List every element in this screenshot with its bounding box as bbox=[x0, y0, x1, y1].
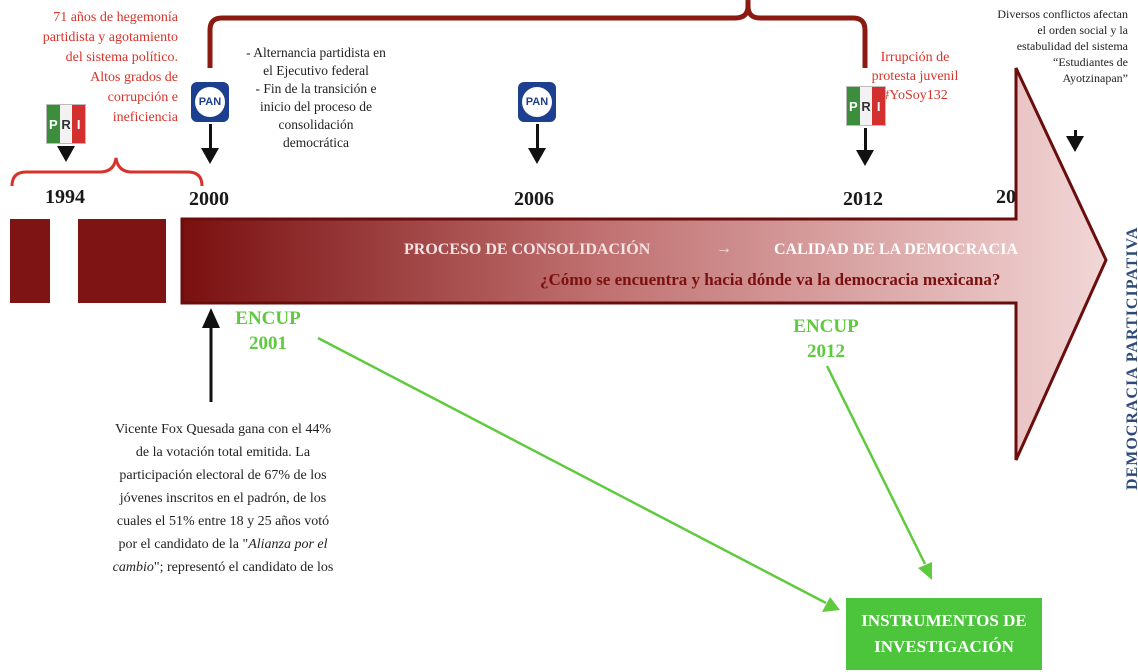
note-line: del sistema político. bbox=[65, 50, 178, 65]
note-line: el orden social y la bbox=[1037, 23, 1128, 37]
down-arrow-icon bbox=[528, 124, 546, 164]
pan-logo: PAN bbox=[191, 82, 229, 122]
timeline-block bbox=[10, 219, 50, 303]
note-line: Vicente Fox Quesada gana con el 44% bbox=[114, 422, 332, 437]
note-line: inicio del proceso de bbox=[259, 99, 373, 114]
timeline-block bbox=[78, 219, 166, 303]
note-line: jóvenes inscritos en el padrón, de los bbox=[119, 491, 327, 506]
note-line: - Fin de la transición e bbox=[255, 81, 377, 96]
encup-2001: ENCUP 2001 bbox=[235, 308, 301, 354]
note-line: de la votación total emitida. La bbox=[135, 445, 311, 460]
down-arrow-icon bbox=[201, 124, 219, 164]
note-line: protesta juvenil bbox=[871, 69, 959, 84]
year-1994: 1994 bbox=[45, 186, 85, 208]
note-line: por el candidato de la "Alianza por el bbox=[118, 537, 328, 552]
note-line: consolidación bbox=[278, 117, 354, 132]
conflict-note: Diversos conflictos afectan el orden soc… bbox=[952, 6, 1128, 86]
youth-protest-note: Irrupción de protesta juvenil #YoSoy132 bbox=[860, 48, 970, 105]
hegemony-note: 71 años de hegemonía partidista y agotam… bbox=[0, 8, 178, 128]
quality-label: CALIDAD DE LA DEMOCRACIA bbox=[774, 241, 1019, 258]
note-line: ineficiencia bbox=[112, 110, 178, 125]
down-arrow-icon bbox=[57, 146, 75, 162]
note-line: Irrupción de bbox=[880, 50, 950, 65]
research-instruments-box: INSTRUMENTOS DE INVESTIGACIÓN bbox=[846, 598, 1042, 670]
down-arrow-icon bbox=[1066, 130, 1084, 152]
note-line: partidista y agotamiento bbox=[42, 30, 178, 45]
alternation-note: - Alternancia partidista en el Ejecutivo… bbox=[226, 44, 406, 152]
pri-logo: P R I bbox=[846, 86, 886, 126]
year-2000: 2000 bbox=[189, 188, 229, 210]
process-label: PROCESO DE CONSOLIDACIÓN bbox=[404, 241, 651, 258]
note-line: “Estudiantes de bbox=[1053, 55, 1128, 69]
year-2006: 2006 bbox=[514, 188, 554, 210]
note-line: democrática bbox=[283, 135, 349, 150]
fox-note: Vicente Fox Quesada gana con el 44% de l… bbox=[84, 418, 362, 579]
note-line: cambio"; representó el candidato de los bbox=[112, 560, 334, 575]
note-line: estabulidad del sistema bbox=[1016, 39, 1128, 53]
note-line: #YoSoy132 bbox=[882, 88, 948, 103]
encup-2012: ENCUP 2012 bbox=[793, 316, 859, 362]
year-2012: 2012 bbox=[843, 188, 883, 210]
note-line: corrupción e bbox=[107, 90, 178, 105]
note-line: Ayotzinapan” bbox=[1062, 71, 1128, 85]
note-line: Altos grados de bbox=[90, 70, 178, 85]
arrow-label: → bbox=[716, 240, 732, 257]
note-line: 71 años de hegemonía bbox=[53, 10, 178, 25]
note-line: el Ejecutivo federal bbox=[263, 63, 369, 78]
pri-logo: P R I bbox=[46, 104, 86, 144]
down-arrow-icon bbox=[856, 128, 874, 166]
note-line: - Alternancia partidista en bbox=[246, 45, 386, 60]
note-line: cuales el 51% entre 18 y 25 años votó bbox=[116, 514, 330, 529]
note-line: Diversos conflictos afectan bbox=[997, 7, 1128, 21]
question-label: ¿Cómo se encuentra y hacia dónde va la d… bbox=[540, 270, 1001, 289]
pan-logo: PAN bbox=[518, 82, 556, 122]
note-line: participación electoral de 67% de los bbox=[119, 468, 327, 483]
